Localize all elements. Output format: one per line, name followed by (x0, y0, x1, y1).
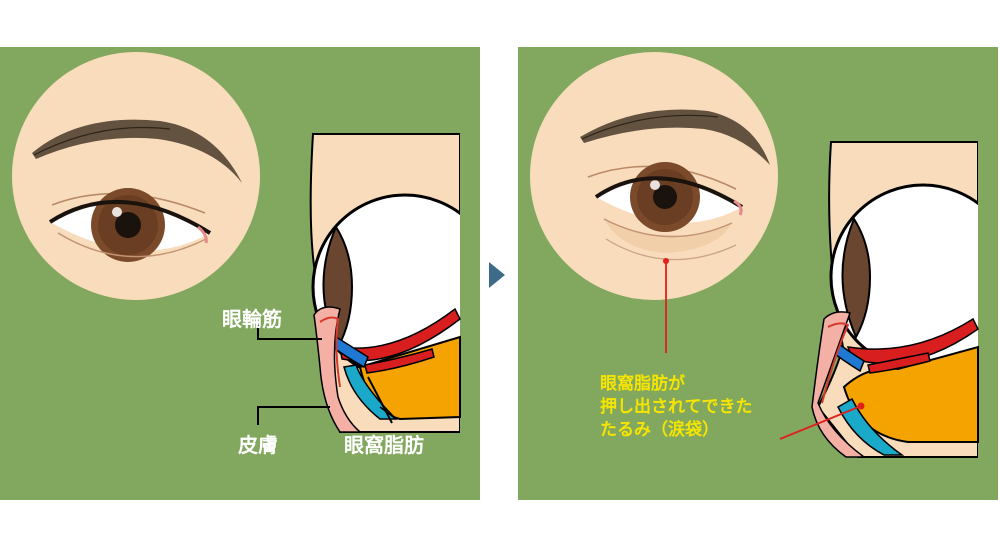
eye-closeup (12, 52, 260, 300)
callout-line-3: たるみ（涙袋） (600, 420, 719, 440)
panel-after: 眼窩脂肪が 押し出されてできた たるみ（涙袋） (518, 47, 998, 500)
callout-leaders (665, 261, 862, 440)
leader-lines (257, 325, 393, 425)
label-orbital-fat: 眼窩脂肪 (344, 433, 424, 457)
eye-closeup-with-bag (530, 52, 778, 300)
before-illustration (0, 47, 480, 500)
cross-section-before (309, 127, 480, 447)
label-skin: 皮膚 (238, 433, 278, 457)
panel-before: 眼輪筋 皮膚 眼窩脂肪 (0, 47, 480, 500)
label-orbicularis: 眼輪筋 (222, 307, 282, 331)
after-illustration (518, 47, 998, 500)
arrow-right-icon (489, 262, 505, 288)
callout-line-2: 押し出されてできた (600, 397, 753, 417)
cross-section-after (811, 127, 998, 487)
callout-line-1: 眼窩脂肪が (600, 374, 685, 394)
callout-text: 眼窩脂肪が 押し出されてできた たるみ（涙袋） (600, 373, 753, 442)
